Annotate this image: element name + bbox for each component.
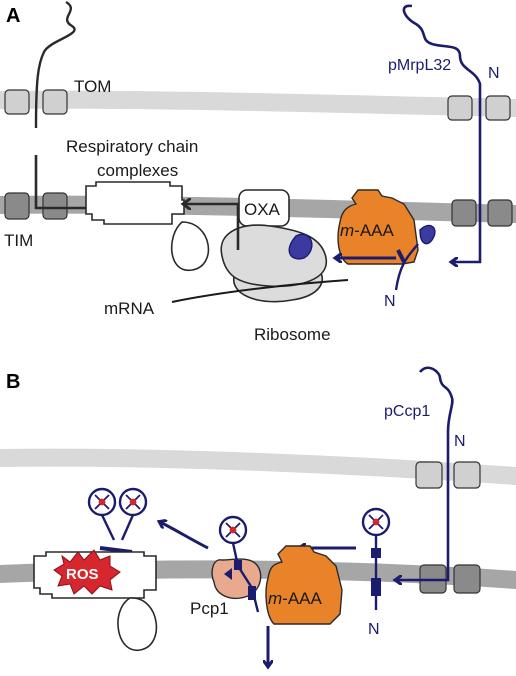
import-squiggle-left: [34, 0, 76, 129]
respiratory-label-line1: Respiratory chain: [66, 137, 198, 156]
oxa-label: OXA: [244, 200, 281, 219]
respiratory-label-line2: complexes: [97, 161, 178, 180]
pmrpl32-chain: [402, 4, 482, 262]
tim-label: TIM: [4, 231, 33, 250]
panel-b-label: B: [6, 371, 20, 393]
outer-membrane-a: [0, 90, 516, 117]
release-arrow: [160, 522, 209, 550]
ccp1-being-processed: [218, 515, 260, 613]
tom-complex-left: [4, 89, 68, 115]
pccp1-label: pCcp1: [384, 403, 430, 420]
tom-label: TOM: [74, 77, 111, 96]
panel-a: A TOM TIM Respiratory chain c: [0, 0, 516, 344]
m-aaa-label-b: m-AAA: [268, 589, 323, 608]
tom-complex-right: [447, 95, 511, 121]
mature-ccp1-pair: [87, 487, 148, 541]
mrpl32-folded-domain-left: [288, 233, 313, 260]
cotranslational-insertion-arrow: [184, 204, 240, 250]
pmrpl32-label: pMrpL32: [388, 57, 451, 74]
tim-complex-left: [4, 192, 68, 220]
tom-complex-b: [415, 461, 481, 489]
m-aaa-label-a: m-AAA: [340, 221, 395, 240]
mrna-label: mRNA: [104, 299, 155, 318]
ccp1-intermediate: [361, 507, 391, 610]
panel-a-label: A: [6, 5, 20, 27]
ccp1-n-terminus-bottom: N: [368, 621, 380, 638]
pmrpl32-n-terminus-bottom: N: [384, 293, 396, 310]
import-arrow-to-complex: [34, 155, 102, 208]
pccp1-chain: [396, 366, 454, 580]
tim-complex-right: [451, 199, 513, 227]
m-aaa-protease-a: [337, 189, 419, 265]
mrpl32-folded-domain-right: [419, 224, 436, 245]
respiratory-chain-complex-a: [85, 181, 210, 271]
panel-b: B pCcp1 N N m-AAA: [0, 366, 516, 666]
pmrpl32-n-terminus-top: N: [488, 65, 500, 82]
ros-burst: [53, 549, 121, 595]
m-aaa-protease-b: [265, 545, 343, 625]
pccp1-n-terminus-top: N: [454, 433, 466, 450]
ros-label: ROS: [66, 566, 99, 583]
maaa-cleavage-site-a: [396, 249, 406, 263]
pcp1-label: Pcp1: [190, 599, 229, 618]
mrpl32-chain-lower: [394, 243, 419, 291]
ribosome-label: Ribosome: [254, 325, 331, 344]
mrna-strand: [171, 279, 349, 303]
